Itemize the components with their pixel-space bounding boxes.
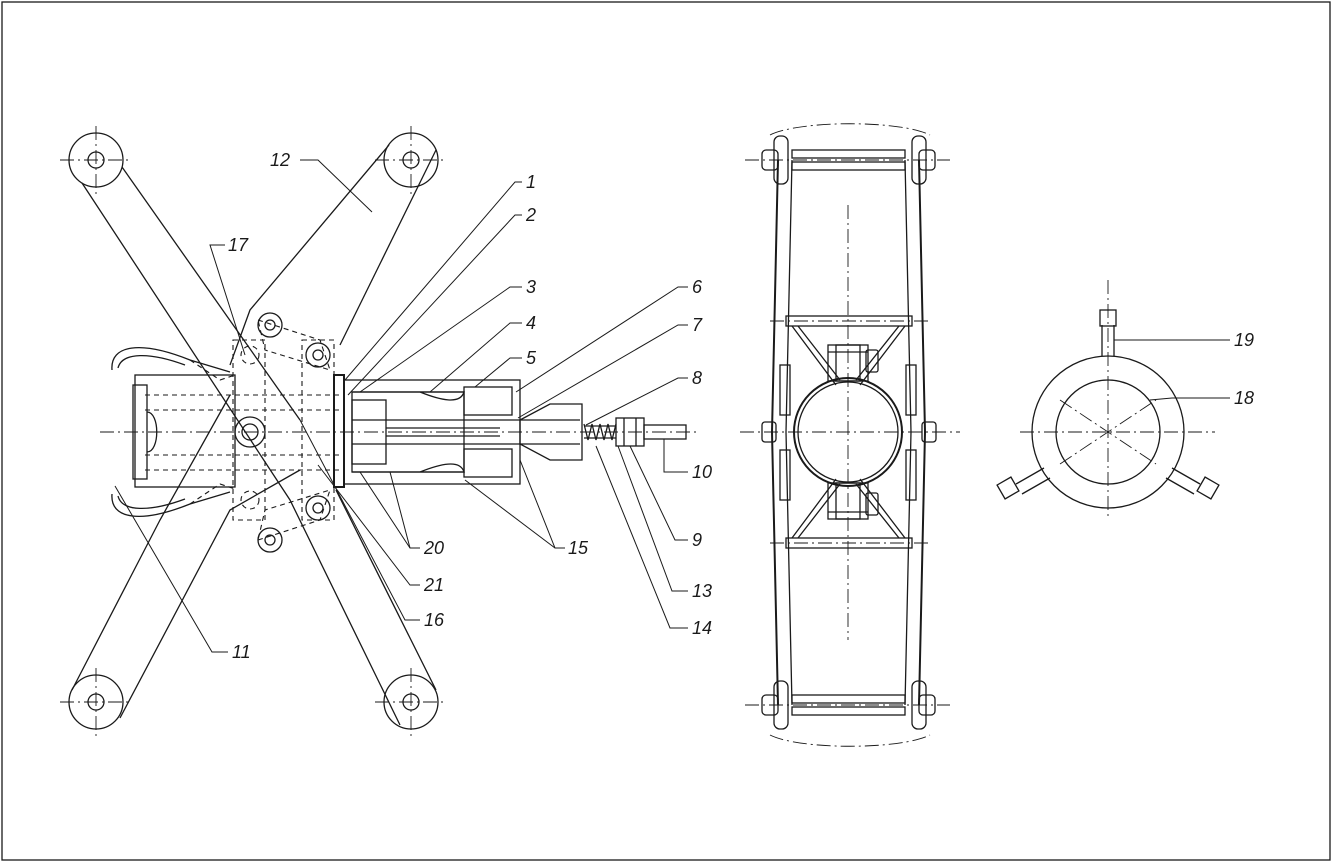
cylinder-assembly — [343, 379, 687, 485]
arm-left-inner-edge — [121, 166, 301, 421]
callout-6: 6 — [692, 277, 703, 297]
upper-hook — [111, 347, 231, 373]
callout-2: 2 — [525, 205, 536, 225]
stud-left — [996, 476, 1020, 500]
pivot-top-left — [60, 126, 132, 194]
pivot-top-right — [375, 126, 447, 194]
callout-13: 13 — [692, 581, 712, 601]
callout-19: 19 — [1234, 330, 1254, 350]
callout-20: 20 — [423, 538, 444, 558]
callout-12: 12 — [270, 150, 290, 170]
pivot-bottom-right — [375, 668, 447, 738]
callout-14: 14 — [692, 618, 712, 638]
cone-wedge — [519, 403, 583, 461]
stud-right — [1196, 476, 1220, 500]
callout-18: 18 — [1234, 388, 1254, 408]
callout-4: 4 — [526, 313, 536, 333]
rod — [643, 424, 687, 440]
arm-right-outer-edge — [229, 144, 390, 366]
callout-17: 17 — [228, 235, 249, 255]
callout-5: 5 — [526, 348, 537, 368]
ring-view — [996, 280, 1230, 520]
arm-right-inner-edge — [339, 149, 437, 346]
left-rail — [770, 159, 779, 706]
lower-hook — [111, 491, 231, 517]
callout-1: 1 — [526, 172, 536, 192]
callout-21: 21 — [423, 575, 444, 595]
center-ring — [793, 377, 903, 487]
callout-3: 3 — [526, 277, 536, 297]
spring — [583, 423, 617, 441]
callout-10: 10 — [692, 462, 712, 482]
pivot-bottom-left — [60, 668, 132, 738]
callout-7: 7 — [692, 315, 703, 335]
leader-lines — [114, 159, 688, 653]
stud-top — [1099, 309, 1117, 327]
base-plate — [134, 374, 236, 488]
callout-16: 16 — [424, 610, 445, 630]
callout-8: 8 — [692, 368, 702, 388]
arm-left-outer-edge — [81, 182, 401, 726]
piston — [351, 399, 387, 465]
callout-labels: 1 2 3 4 5 6 7 8 9 10 11 12 13 14 15 16 1… — [228, 150, 1254, 662]
scissor-frame-view — [60, 126, 700, 738]
callout-11: 11 — [232, 642, 251, 662]
callout-9: 9 — [692, 530, 702, 550]
right-rail — [904, 159, 912, 706]
callout-15: 15 — [568, 538, 589, 558]
front-frame-view — [740, 123, 960, 747]
